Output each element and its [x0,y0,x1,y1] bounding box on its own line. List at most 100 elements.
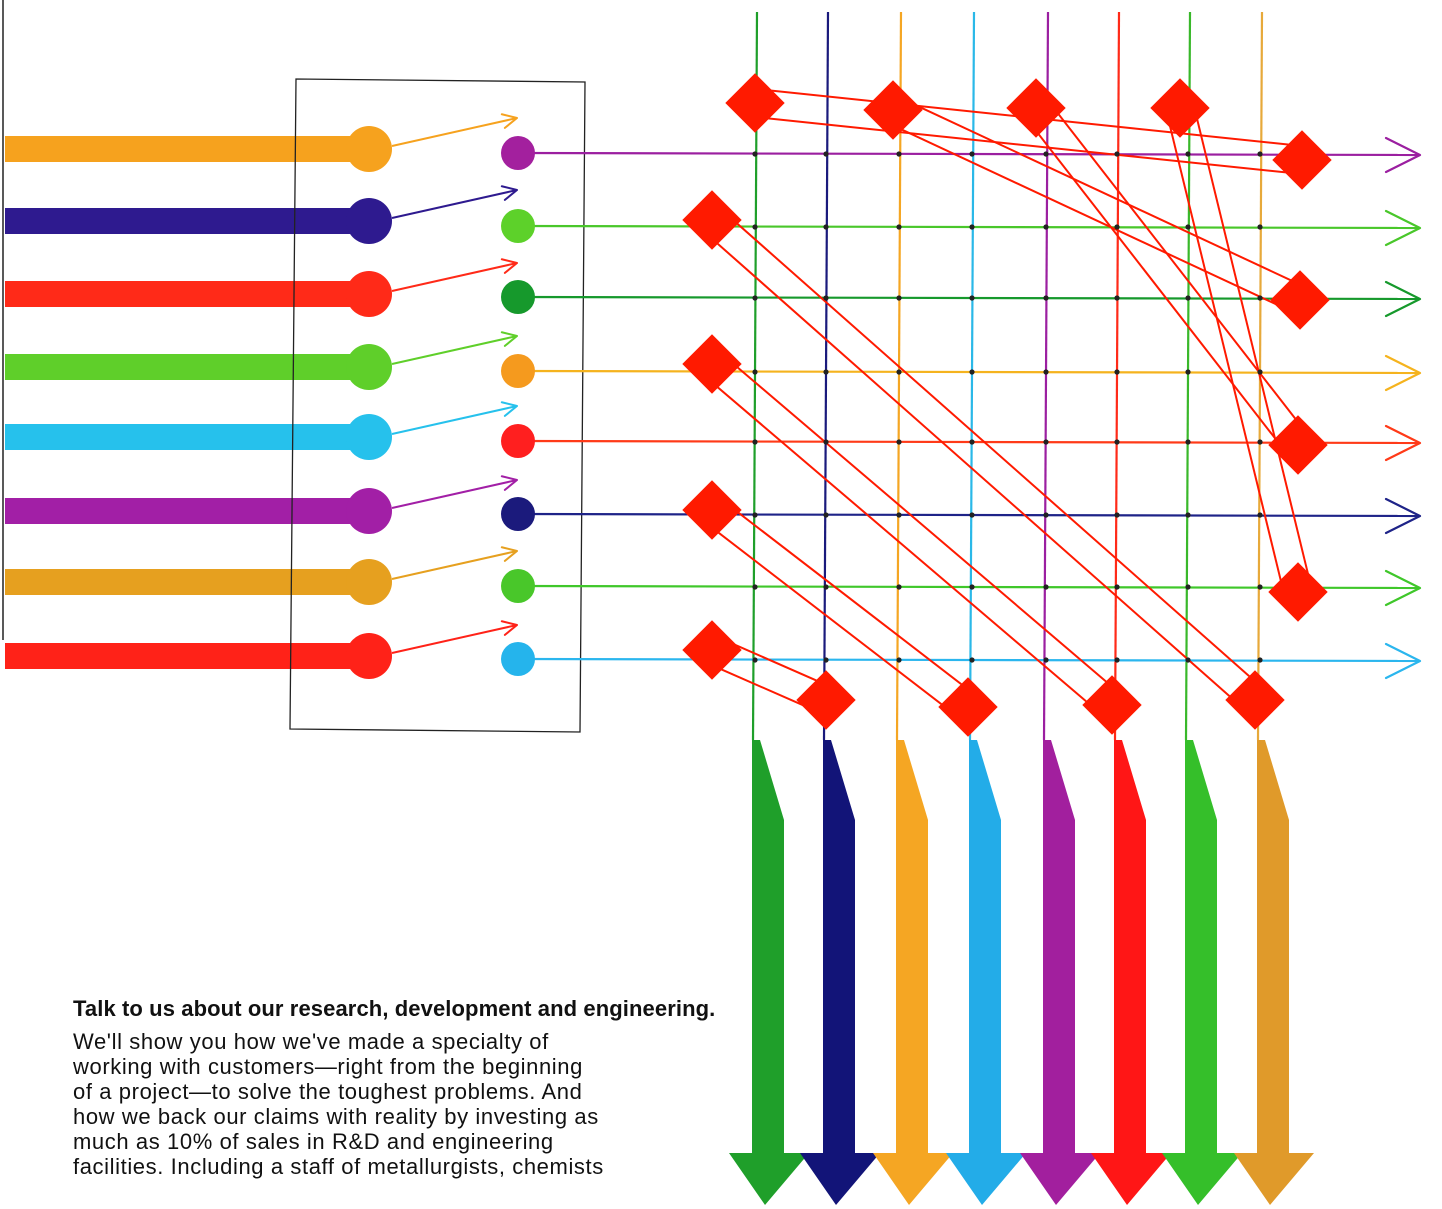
output-arrowhead [1384,424,1422,462]
grid-vertical-line [751,11,759,741]
input-dot [346,488,392,534]
grid-crosspoint [752,512,758,518]
crossbar-line [1165,111,1286,596]
grid-crosspoint [823,224,829,230]
grid-crosspoint [1257,512,1263,518]
grid-crosspoint [752,224,758,230]
grid-crosspoint [752,439,758,445]
grid-crosspoint [1185,439,1191,445]
grid-crosspoint [1043,295,1049,301]
crossbar-line [702,520,961,719]
crossbar-diamond [1270,270,1330,330]
mid-dot [501,280,535,314]
output-bus-arrow [1020,740,1100,1205]
grid-crosspoint [1043,151,1049,157]
input-connector-arrowhead [500,401,518,417]
grid-crosspoint [896,151,902,157]
crossbar-diamond [863,80,923,140]
grid-crosspoint [896,584,902,590]
input-connector-line [391,189,518,219]
crossbar-diamond [725,73,785,133]
grid-crosspoint [969,512,975,518]
mid-dot [501,209,535,243]
grid-crosspoint [752,295,758,301]
grid-crosspoint [1257,584,1263,590]
output-bus-arrow [873,740,953,1205]
mid-dot [501,424,535,458]
grid-crosspoint [969,369,975,375]
grid-crosspoint [1257,224,1263,230]
output-bus-arrow [800,740,880,1205]
grid-crosspoint [1043,439,1049,445]
grid-crosspoint [1185,369,1191,375]
crossbar-line [1046,98,1310,438]
crossbar-diamond [682,620,742,680]
crossbar-line [720,208,1265,691]
grid-crosspoint [1043,369,1049,375]
grid-crosspoint [823,512,829,518]
grid-crosspoint [896,295,902,301]
grid-crosspoint [752,369,758,375]
grid-crosspoint [969,224,975,230]
grid-crosspoint [752,657,758,663]
grid-crosspoint [1114,295,1120,301]
crossbar-line [886,121,1295,314]
input-connector-arrowhead [500,620,518,636]
crossbar-line [1192,104,1313,589]
grid-crosspoint [752,151,758,157]
grid-crosspoint [1114,584,1120,590]
crossbar-diamond [682,480,742,540]
output-arrowhead [1384,280,1422,318]
grid-crosspoint [896,369,902,375]
input-connector-arrowhead [500,546,518,562]
grid-crosspoint [1185,224,1191,230]
crossbar-line [753,115,1301,175]
grid-crosspoint [1257,439,1263,445]
grid-crosspoint [969,439,975,445]
grid-crosspoint [969,295,975,301]
crossbar-diamond [682,334,742,394]
grid-crosspoint [1114,512,1120,518]
output-bus-arrow [729,740,809,1205]
grid-crosspoint [823,295,829,301]
output-bus-arrow [946,740,1026,1205]
grid-crosspoint [896,439,902,445]
grid-crosspoint [1043,584,1049,590]
grid-crosspoint [1185,584,1191,590]
input-connector-arrowhead [500,475,518,491]
output-arrowhead [1384,497,1422,535]
crossbar-diamond [682,190,742,250]
output-arrowhead [1384,136,1422,174]
crossbar-line [1024,115,1288,455]
input-connector-line [391,262,518,292]
grid-crosspoint [969,584,975,590]
input-connector-line [391,335,518,365]
grid-crosspoint [969,151,975,157]
grid-crosspoint [1114,439,1120,445]
grid-crosspoint [896,224,902,230]
grid-crosspoint [1185,657,1191,663]
input-connector-line [391,479,518,509]
grid-crosspoint [1185,295,1191,301]
output-bus-arrow [1091,740,1171,1205]
input-connector-arrowhead [500,113,518,129]
grid-crosspoint [823,657,829,663]
output-arrowhead [1384,569,1422,607]
grid-crosspoint [1114,657,1120,663]
input-dot [346,344,392,390]
grid-crosspoint [823,369,829,375]
input-connector-arrowhead [500,331,518,347]
input-connector-line [391,117,518,147]
mid-dot [501,136,535,170]
crossbar-diamond [1225,670,1285,730]
grid-crosspoint [1114,224,1120,230]
grid-crosspoint [896,512,902,518]
crossbar-line [720,352,1122,696]
crossbar-line [702,373,1104,717]
output-bus-arrow [1234,740,1314,1205]
grid-crosspoint [1257,295,1263,301]
mid-dot [501,354,535,388]
grid-crosspoint [1185,151,1191,157]
output-bus-arrow [1162,740,1242,1205]
